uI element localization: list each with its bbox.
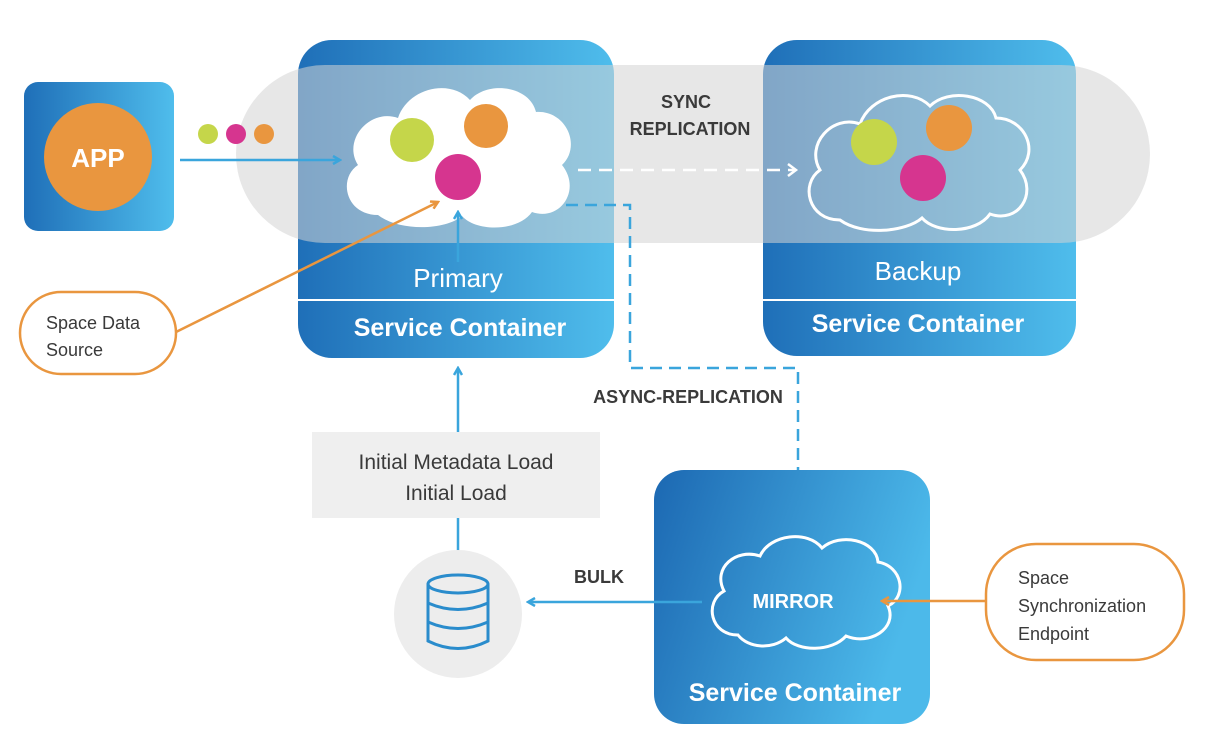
space-data-source-line1: Space Data [46, 313, 141, 333]
sync-label-line1: SYNC [661, 92, 711, 112]
magenta-data-circle [435, 154, 481, 200]
mirror-service-container: MIRROR Service Container [654, 470, 930, 724]
database-icon [394, 550, 522, 678]
async-label: ASYNC-REPLICATION [593, 387, 783, 407]
primary-cloud-icon [346, 88, 571, 228]
sync-endpoint-callout: Space Synchronization Endpoint [984, 542, 1186, 662]
orange-data-circle [464, 104, 508, 148]
sync-endpoint-line2: Synchronization [1018, 596, 1146, 616]
primary-role-label: Primary [413, 263, 503, 293]
mirror-cloud-icon [710, 535, 902, 650]
sync-label-line2: REPLICATION [630, 119, 751, 139]
initial-load-line2: Initial Load [405, 482, 507, 505]
data-source-arrow [175, 202, 438, 334]
sync-endpoint-line3: Endpoint [1018, 624, 1089, 644]
backup-cloud-icon [807, 94, 1031, 232]
app-circle [44, 103, 152, 211]
space-data-source-line2: Source [46, 340, 103, 360]
initial-load-line1: Initial Metadata Load [359, 451, 554, 474]
async-replication-arrow [566, 203, 798, 515]
sync-endpoint-line1: Space [1018, 568, 1069, 588]
backup-container-label: Service Container [812, 310, 1025, 338]
mirror-label: MIRROR [752, 591, 834, 613]
initial-load-box: Initial Metadata Load Initial Load [312, 432, 600, 518]
backup-role-label: Backup [875, 256, 962, 286]
primary-container-label: Service Container [354, 314, 567, 342]
app-box: APP [24, 82, 174, 231]
app-label: APP [71, 143, 124, 173]
space-data-source-callout: Space Data Source [18, 290, 178, 376]
mirror-container-label: Service Container [689, 679, 902, 707]
bulk-label: BULK [574, 567, 624, 587]
green-data-circle [390, 118, 434, 162]
data-dots [198, 124, 274, 144]
